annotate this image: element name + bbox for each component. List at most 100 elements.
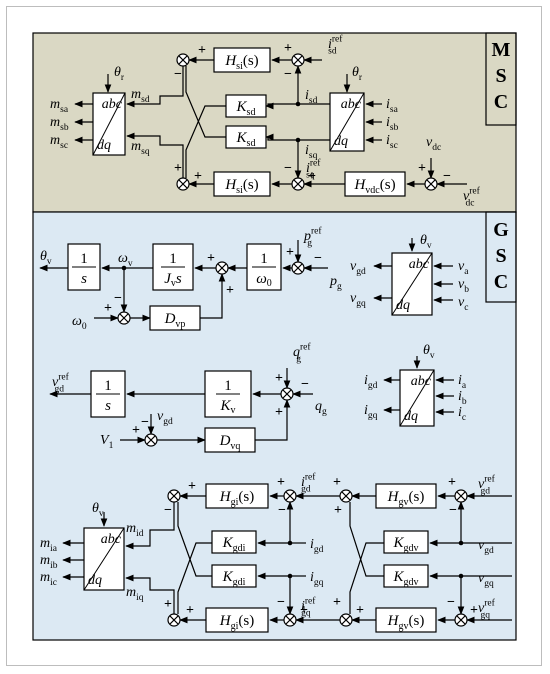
svg-text:Ksd: Ksd — [236, 130, 256, 149]
gsc-junction-igq — [287, 573, 293, 579]
gsc-sum-b1 — [167, 489, 181, 503]
svg-text:Jvs: Jvs — [164, 271, 182, 289]
gsc-label-vgd-a: vgd — [350, 259, 366, 277]
msc-label-isc: isc — [386, 133, 398, 151]
gsc-label-vgq: vgq — [478, 571, 494, 589]
msc-sign-2: − — [174, 67, 182, 82]
gsc-sign-1: + — [286, 245, 294, 260]
gsc-sum-b2 — [283, 489, 297, 503]
svg-text:Hgi(s): Hgi(s) — [219, 489, 254, 508]
gsc-d-vp: Dvp — [149, 305, 201, 331]
msc-label-isb: isb — [386, 115, 399, 133]
msc-label-theta-r-left: θr — [114, 65, 125, 83]
gsc-sign-9: + — [275, 405, 283, 420]
gsc-integrator-mid: 1s — [90, 370, 126, 418]
msc-junction-iq — [295, 137, 301, 143]
msc-sign-8: + — [308, 169, 316, 184]
gsc-sign-4: + — [226, 283, 234, 298]
svg-text:ω0: ω0 — [256, 271, 272, 289]
gsc-label-pg: pg — [329, 274, 342, 292]
gsc-junction-vgd — [458, 540, 464, 546]
msc-sign-6: + — [194, 169, 202, 184]
gsc-h-gi-bottom: Hgi(s) — [205, 607, 269, 633]
svg-text:abc: abc — [409, 257, 430, 272]
msc-label-c: C — [494, 91, 508, 113]
svg-text:Kgdi: Kgdi — [222, 535, 246, 554]
gsc-sign-10: − — [141, 415, 149, 430]
msc-wire-ksd-bot-in — [265, 133, 298, 141]
msc-sign-10: − — [443, 169, 451, 184]
msc-k-sd-bottom: Ksd — [225, 125, 267, 149]
gsc-sign-b12: + — [300, 603, 308, 618]
msc-h-si-top: Hsi(s) — [213, 47, 271, 73]
gsc-sign-5: + — [104, 301, 112, 316]
gsc-sign-b11: − — [277, 595, 285, 610]
gsc-sign-b15: − — [447, 595, 455, 610]
msc-label-m: M — [492, 39, 511, 61]
gsc-label-g: G — [493, 219, 509, 241]
msc-h-vdc: Hvdc(s) — [344, 171, 406, 197]
gsc-label-theta-v-b: θv — [423, 343, 435, 361]
gsc-sign-b16: + — [470, 603, 478, 618]
gsc-label-v1: V1 — [100, 433, 114, 451]
gsc-wire-dvq-up — [255, 399, 291, 441]
msc-sign-9: + — [418, 161, 426, 176]
msc-label-vdc: vdc — [426, 135, 441, 153]
gsc-sign-b14: + — [356, 603, 364, 618]
gsc-label-mic: mic — [40, 570, 57, 588]
svg-text:s: s — [105, 398, 111, 414]
msc-junction-id — [295, 101, 301, 107]
msc-sum-bot-mid — [291, 177, 305, 191]
gsc-label-vgq-a: vgq — [350, 291, 366, 309]
gsc-integrator-top: 1s — [67, 243, 101, 291]
msc-sum-vdc — [424, 177, 438, 191]
gsc-label-box — [485, 211, 517, 303]
gsc-sign-2: − — [314, 251, 322, 266]
gsc-sum-b4 — [454, 489, 468, 503]
gsc-h-gi-top: Hgi(s) — [205, 483, 269, 509]
gsc-wire-kgdv-bot-out — [349, 502, 384, 577]
gsc-label-ib: ib — [458, 389, 467, 407]
gsc-wire-dvp-up — [200, 273, 226, 319]
gsc-h-gv-top: Hgv(s) — [375, 483, 437, 509]
gsc-junction-vgq — [458, 573, 464, 579]
gsc-label-s: S — [495, 245, 506, 267]
svg-text:1: 1 — [80, 251, 88, 267]
svg-text:1: 1 — [224, 378, 232, 394]
svg-text:dq: dq — [97, 138, 111, 153]
gsc-sum-b6 — [283, 613, 297, 627]
gsc-kv: 1Kv — [204, 370, 252, 418]
gsc-label-miq: miq — [126, 585, 144, 603]
gsc-wire-b1-down — [125, 502, 175, 550]
msc-k-sd-top: Ksd — [225, 94, 267, 118]
gsc-label-va: va — [458, 259, 469, 277]
msc-label-isa: isa — [386, 97, 399, 115]
gsc-omega0-gain: 1ω0 — [246, 243, 282, 291]
msc-label-msc: msc — [50, 133, 68, 151]
gsc-sign-8: − — [301, 377, 309, 392]
msc-sum-top-left — [176, 53, 190, 67]
msc-wire-bot-up — [126, 132, 184, 178]
msc-wire-ksd-bot-out — [185, 66, 226, 138]
gsc-wire-b5-up — [125, 574, 175, 614]
gsc-label-theta-v-a: θv — [420, 233, 432, 251]
gsc-sum-b8 — [454, 613, 468, 627]
gsc-sum-b7 — [339, 613, 353, 627]
gsc-label-theta-v-out: θv — [40, 249, 52, 267]
svg-text:Hgi(s): Hgi(s) — [219, 613, 254, 632]
gsc-wire-kgdi-top-out — [177, 542, 212, 614]
gsc-label-ia: ia — [458, 373, 467, 391]
gsc-label-igq: igq — [310, 570, 324, 588]
svg-text:dq: dq — [404, 409, 418, 424]
svg-text:abc: abc — [341, 97, 362, 112]
svg-text:Hsi(s): Hsi(s) — [224, 53, 258, 72]
msc-label-isq: isq — [305, 143, 318, 161]
